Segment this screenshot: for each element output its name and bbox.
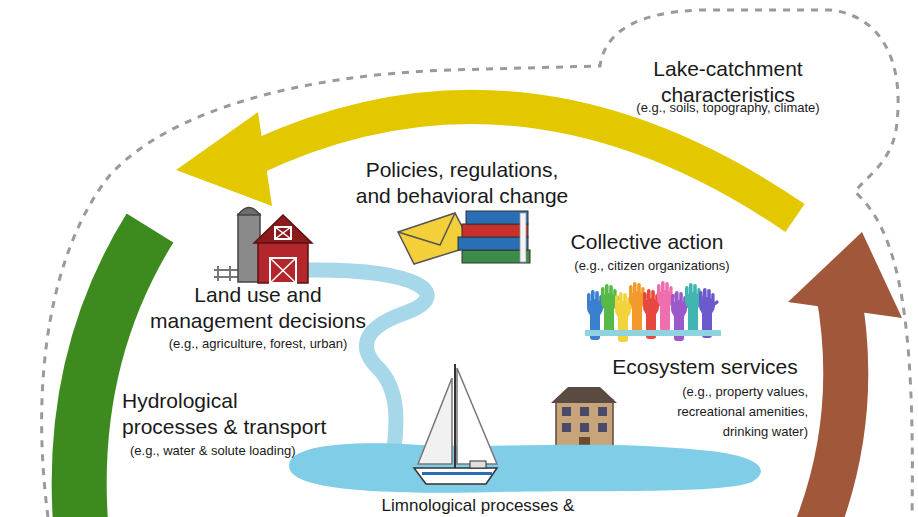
sailboat [454,364,456,470]
barn-icon [214,208,312,284]
yellow-arrow [250,107,795,218]
policy-icon [398,211,530,264]
lake-shape: Limnological processes & [275,438,765,517]
sailboat [457,368,497,464]
green-arrow [79,228,150,517]
node-note: (e.g., soils, topography, climate) [603,100,853,116]
sailboat [418,378,452,464]
brown-arrowhead [788,232,902,318]
sailboat [470,461,486,468]
stage-label: Land use and management decisions [142,282,374,333]
yellow-arrowhead [176,112,272,206]
node-heading: Limnological processes & [313,497,643,516]
sailboat [422,472,492,475]
sailboat [414,468,497,484]
stage-label: Hydrological processes & transport [122,388,333,439]
node-heading: Lake-catchment characteristics [623,56,833,107]
example-note: (e.g., water & solute loading) [130,443,360,459]
example-note: (e.g., agriculture, forest, urban) [133,336,383,352]
brown-arrow [812,290,846,517]
example-note: (e.g., citizen organizations) [537,258,767,274]
stage-label: Ecosystem services [590,354,820,380]
stage-label: Policies, regulations, and behavioral ch… [346,157,578,208]
house-icon [551,387,617,450]
example-note: (e.g., property values, recreational ame… [648,382,808,442]
hands-icon [585,281,721,342]
stage-label: Collective action [542,229,752,255]
